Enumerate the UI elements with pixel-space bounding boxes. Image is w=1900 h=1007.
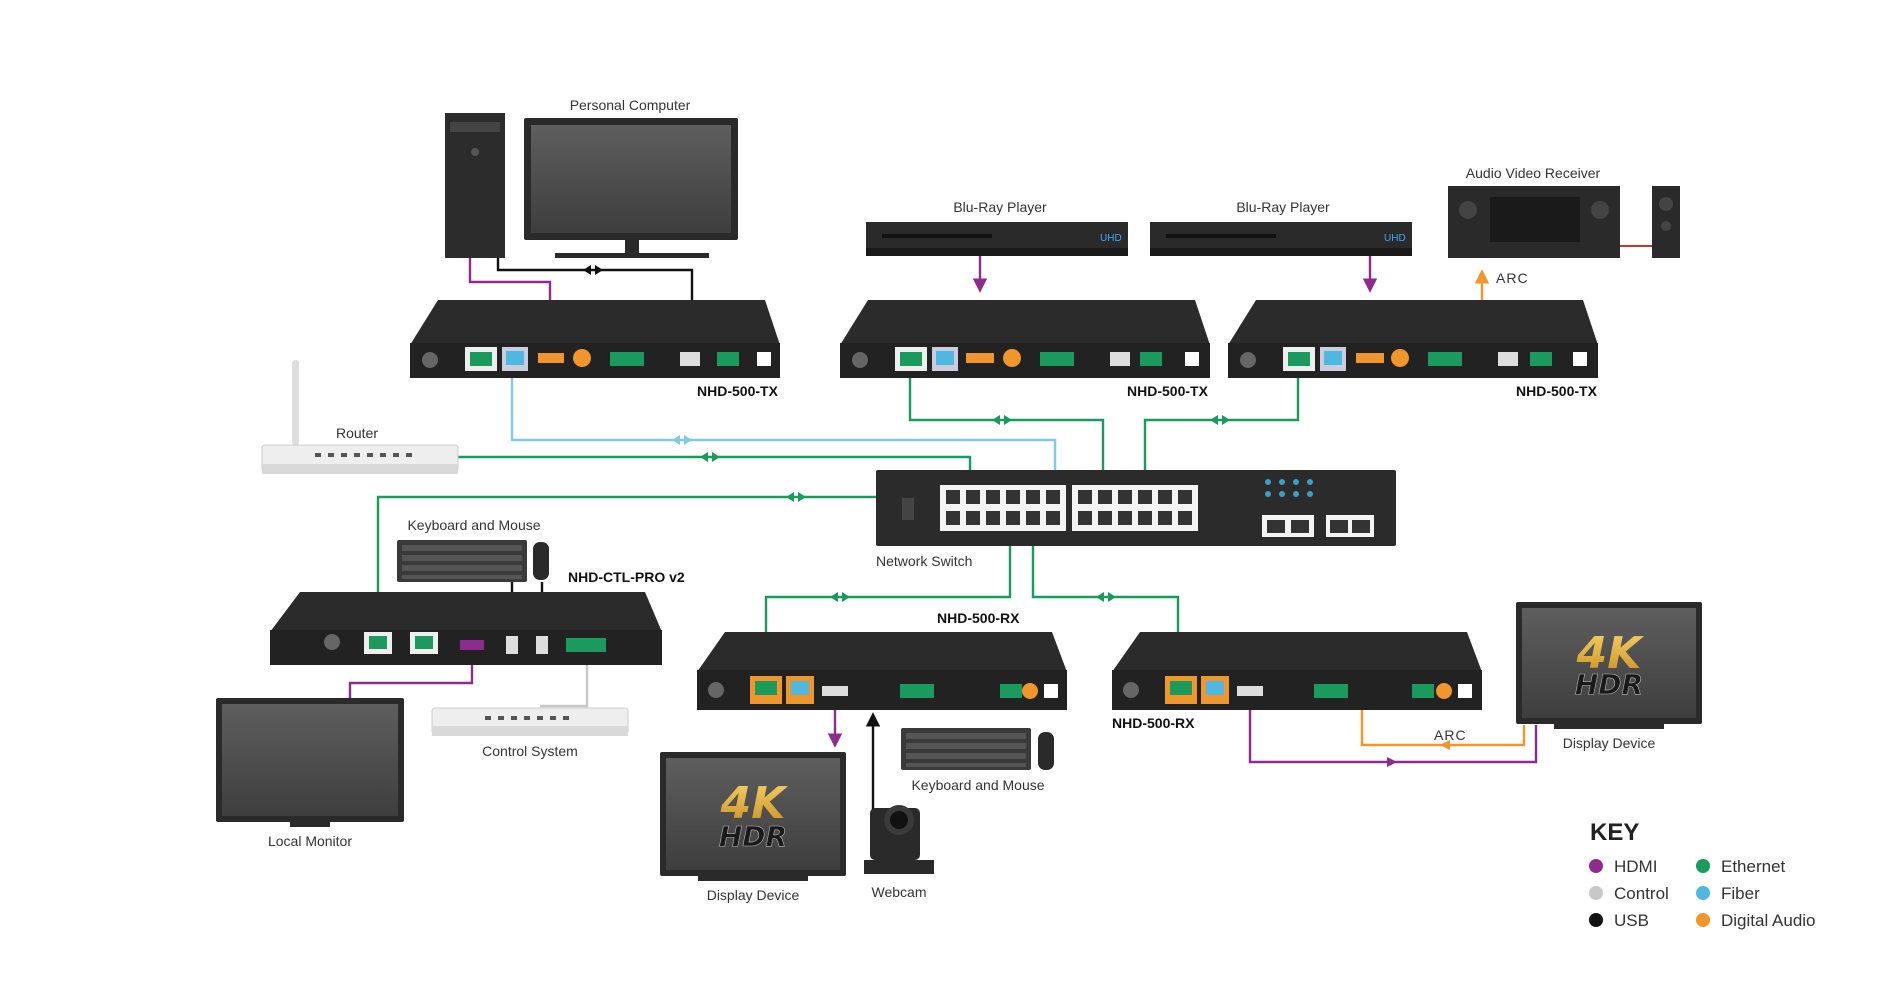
tx-unit-1: NHD-500-TX: [410, 300, 780, 399]
display-device-2: 4K HDR Display Device: [1516, 602, 1702, 751]
svg-text:Digital Audio: Digital Audio: [1721, 911, 1816, 930]
pc-label: Personal Computer: [570, 97, 691, 113]
rx2-label: NHD-500-RX: [1112, 715, 1195, 731]
display1-hdr: HDR: [719, 820, 787, 853]
arc-label-bottom: ARC: [1434, 727, 1467, 743]
network-switch-label: Network Switch: [876, 553, 972, 569]
display-device-1: 4K HDR Display Device: [660, 752, 846, 903]
keyboard-mouse-bottom: Keyboard and Mouse: [901, 728, 1054, 793]
legend-item-usb: USB: [1589, 911, 1649, 930]
display2-hdr: HDR: [1575, 668, 1643, 701]
audio-video-receiver: Audio Video Receiver ARC: [1448, 165, 1680, 286]
webcam-label: Webcam: [872, 884, 927, 900]
rx-unit-2: NHD-500-RX: [1112, 632, 1482, 731]
legend-title: KEY: [1590, 819, 1639, 846]
router: Router: [261, 360, 459, 474]
pc-tower: [445, 113, 505, 258]
ctl-pro-label: NHD-CTL-PRO v2: [568, 569, 685, 585]
tx2-label: NHD-500-TX: [1127, 383, 1209, 399]
nhd-ctl-pro: NHD-CTL-PRO v2: [270, 569, 685, 665]
rx-unit-1: NHD-500-RX: [697, 610, 1067, 710]
network-switch: Network Switch: [876, 470, 1396, 569]
legend-dot-usb: [1589, 913, 1603, 927]
control-cable: [540, 648, 589, 708]
legend-item-ethernet: Ethernet: [1696, 857, 1786, 876]
arc-label-top: ARC: [1496, 270, 1529, 286]
personal-computer: Personal Computer: [445, 97, 738, 258]
rx1-label: NHD-500-RX: [937, 610, 1020, 626]
legend-dot-fiber: [1696, 886, 1710, 900]
tx1-label: NHD-500-TX: [697, 383, 779, 399]
legend-item-fiber: Fiber: [1696, 884, 1760, 903]
legend-dot-control: [1589, 886, 1603, 900]
svg-text:Ethernet: Ethernet: [1721, 857, 1786, 876]
bluray1-label: Blu-Ray Player: [953, 199, 1047, 215]
display1-4k: 4K: [720, 778, 789, 829]
cable-arrows: [583, 265, 1450, 767]
kbm-bottom-label: Keyboard and Mouse: [911, 777, 1044, 793]
display2-label: Display Device: [1563, 735, 1656, 751]
blu-ray-player-2: Blu-Ray Player UHD: [1150, 199, 1412, 256]
local-monitor-label: Local Monitor: [268, 833, 352, 849]
tx-unit-2: NHD-500-TX: [840, 300, 1210, 399]
local-monitor: Local Monitor: [216, 698, 404, 849]
kbm-top-label: Keyboard and Mouse: [407, 517, 540, 533]
router-label: Router: [336, 425, 378, 441]
tx-unit-3: NHD-500-TX: [1228, 300, 1598, 399]
legend-item-control: Control: [1589, 884, 1669, 903]
keyboard-mouse-top: Keyboard and Mouse: [397, 517, 549, 582]
hdmi-cable-local-monitor: [348, 648, 480, 698]
legend-dot-ethernet: [1696, 859, 1710, 873]
bluray2-label: Blu-Ray Player: [1236, 199, 1330, 215]
bluray1-uhd-logo: UHD: [1100, 233, 1122, 244]
hdmi-cable-display2: [1248, 705, 1538, 764]
display2-4k: 4K: [1576, 628, 1645, 679]
svg-text:USB: USB: [1614, 911, 1649, 930]
avr-label: Audio Video Receiver: [1466, 165, 1601, 181]
legend-item-digital-audio: Digital Audio: [1696, 911, 1816, 930]
bluray2-uhd-logo: UHD: [1384, 233, 1406, 244]
control-system-label: Control System: [482, 743, 578, 759]
legend-dot-digital-audio: [1696, 913, 1710, 927]
svg-text:Control: Control: [1614, 884, 1669, 903]
svg-text:Fiber: Fiber: [1721, 884, 1760, 903]
ethernet-cable-tx3: [1143, 360, 1300, 495]
webcam: Webcam: [864, 805, 934, 900]
legend: KEY HDMI Control USB Ethernet Fiber Digi…: [1589, 819, 1816, 930]
control-system: Control System: [431, 707, 629, 759]
tx3-label: NHD-500-TX: [1516, 383, 1598, 399]
svg-text:HDMI: HDMI: [1614, 857, 1657, 876]
legend-item-hdmi: HDMI: [1589, 857, 1657, 876]
blu-ray-player-1: Blu-Ray Player UHD: [866, 199, 1128, 256]
legend-dot-hdmi: [1589, 859, 1603, 873]
display1-label: Display Device: [707, 887, 800, 903]
